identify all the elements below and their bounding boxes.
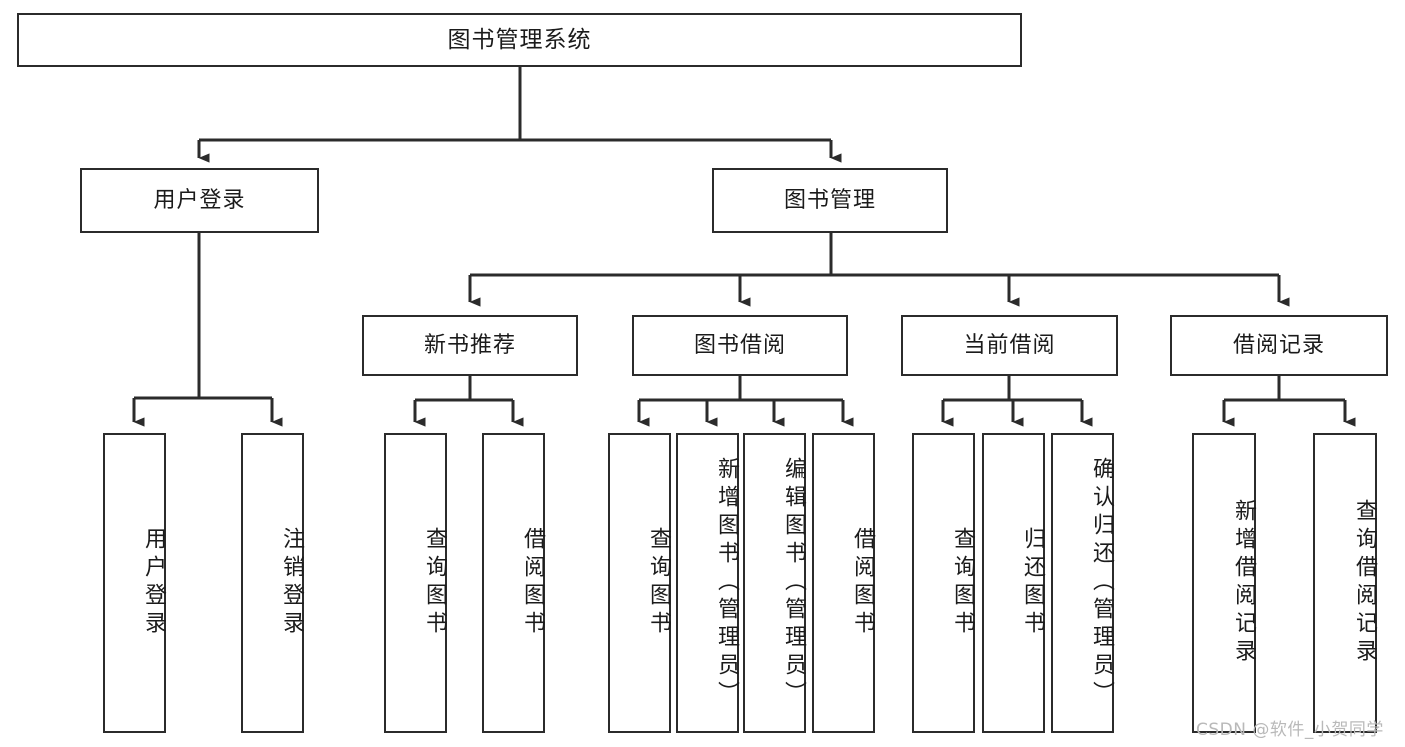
node-label: 用户登录 <box>153 187 246 213</box>
leaf-borrow-records-add-record[interactable]: 新增借阅记录 <box>1192 433 1256 733</box>
leaf-label: 用户登录 <box>141 527 166 639</box>
leaf-label: 注销登录 <box>279 527 304 639</box>
node-label: 图书管理系统 <box>447 26 592 53</box>
leaf-borrow-records-query-record[interactable]: 查询借阅记录 <box>1313 433 1377 733</box>
leaf-book-borrow-add-book-admin[interactable]: 新增图书（管理员） <box>676 433 739 733</box>
leaf-book-borrow-edit-book-admin[interactable]: 编辑图书（管理员） <box>743 433 806 733</box>
leaf-label: 归还图书 <box>1020 527 1045 639</box>
node-current-borrow[interactable]: 当前借阅 <box>901 315 1118 376</box>
node-root-book-management-system[interactable]: 图书管理系统 <box>17 13 1022 67</box>
leaf-current-borrow-return-book[interactable]: 归还图书 <box>982 433 1045 733</box>
leaf-label: 编辑图书（管理员） <box>781 457 806 709</box>
leaf-new-book-borrow-book[interactable]: 借阅图书 <box>482 433 545 733</box>
leaf-label: 新增图书（管理员） <box>714 457 739 709</box>
node-new-book-recommend[interactable]: 新书推荐 <box>362 315 578 376</box>
node-borrow-records[interactable]: 借阅记录 <box>1170 315 1388 376</box>
leaf-label: 查询图书 <box>422 527 447 639</box>
node-label: 借阅记录 <box>1232 332 1325 358</box>
leaf-label: 查询借阅记录 <box>1352 499 1377 667</box>
node-label: 新书推荐 <box>423 332 516 358</box>
node-book-borrow[interactable]: 图书借阅 <box>632 315 848 376</box>
leaf-book-borrow-borrow-book[interactable]: 借阅图书 <box>812 433 875 733</box>
leaf-new-book-query-book[interactable]: 查询图书 <box>384 433 447 733</box>
leaf-user-login-logout[interactable]: 注销登录 <box>241 433 304 733</box>
leaf-label: 借阅图书 <box>520 527 545 639</box>
node-user-login[interactable]: 用户登录 <box>80 168 319 233</box>
leaf-user-login-login[interactable]: 用户登录 <box>103 433 166 733</box>
node-label: 图书管理 <box>783 187 876 213</box>
node-label: 图书借阅 <box>693 332 786 358</box>
leaf-label: 借阅图书 <box>850 527 875 639</box>
leaf-label: 查询图书 <box>950 527 975 639</box>
leaf-book-borrow-query-book[interactable]: 查询图书 <box>608 433 671 733</box>
leaf-label: 新增借阅记录 <box>1231 499 1256 667</box>
leaf-label: 查询图书 <box>646 527 671 639</box>
node-book-management[interactable]: 图书管理 <box>712 168 948 233</box>
csdn-watermark: CSDN @软件_小贺同学 <box>1196 720 1384 740</box>
node-label: 当前借阅 <box>963 332 1056 358</box>
leaf-label: 确认归还（管理员） <box>1089 457 1114 709</box>
leaf-current-borrow-confirm-return-admin[interactable]: 确认归还（管理员） <box>1051 433 1114 733</box>
leaf-current-borrow-query-book[interactable]: 查询图书 <box>912 433 975 733</box>
